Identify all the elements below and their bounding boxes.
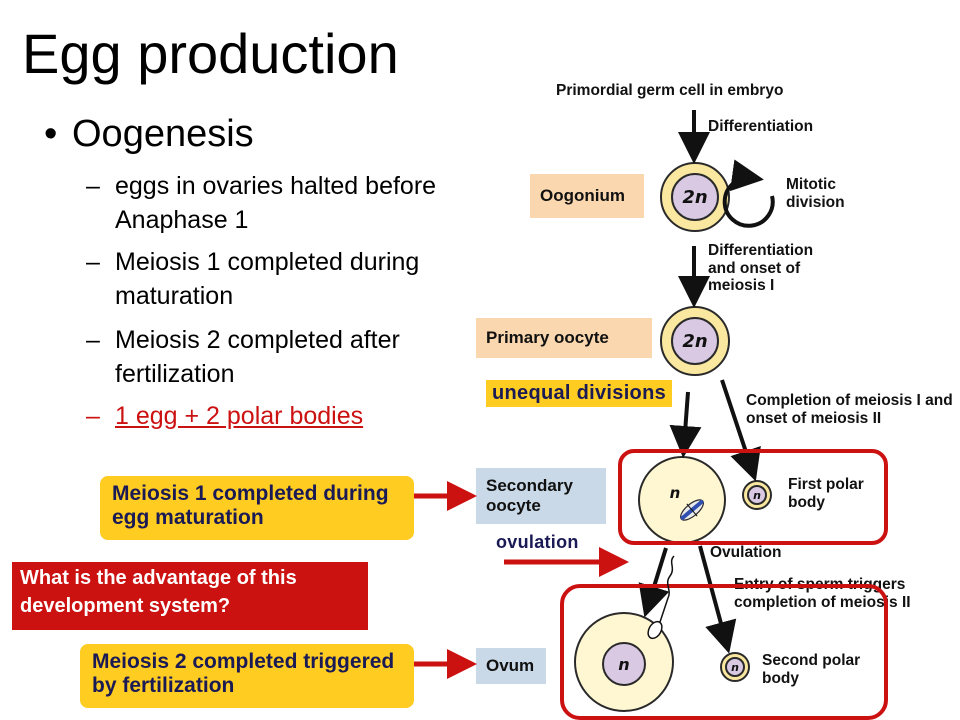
question-box: What is the advantage of this developmen… (12, 562, 368, 630)
callout-meiosis2: Meiosis 2 completed triggered by fertili… (80, 644, 414, 708)
callout-meiosis1: Meiosis 1 completed during egg maturatio… (100, 476, 414, 540)
first-polar-body-cell: n (742, 480, 772, 510)
subpoint-text: eggs in ovaries halted before Anaphase 1 (115, 172, 437, 234)
bullet-symbol: • (44, 113, 58, 155)
arrow-to-ovum (638, 547, 670, 618)
label-completion-meiosis: Completion of meiosis I and onset of mei… (746, 392, 953, 427)
label-ovulation: Ovulation (710, 544, 782, 561)
subpoint-polar-bodies: – 1 egg + 2 polar bodies (86, 400, 455, 434)
dash-glyph: – (86, 326, 100, 354)
label-second-polar-body: Second polar body (762, 652, 861, 687)
label-primordial-germ-cell: Primordial germ cell in embryo (556, 82, 784, 99)
stage-secondary-oocyte: Secondary oocyte (476, 468, 606, 524)
sperm-head (647, 620, 663, 640)
unequal-divisions-label: unequal divisions (486, 380, 673, 407)
ovulation-label: ovulation (496, 532, 579, 552)
highlight-box-meiosis1 (618, 449, 888, 545)
dash-glyph: – (86, 402, 100, 430)
mitotic-cycle-arrow (722, 159, 775, 228)
stage-primary-oocyte: Primary oocyte (476, 318, 652, 358)
stage-ovum: Ovum (476, 648, 546, 684)
slide-title: Egg production (22, 22, 399, 85)
sperm-tail (666, 555, 675, 599)
stage-oogonium: Oogonium (530, 174, 644, 218)
arrow-to-secondary-oocyte (669, 391, 702, 458)
subpoint-text: Meiosis 2 completed after fertilization (115, 326, 400, 388)
label-differentiation: Differentiation (708, 118, 814, 135)
subpoint-meiosis2: – Meiosis 2 completed after fertilizatio… (86, 324, 455, 392)
oogonium-nucleus: 2n (671, 173, 719, 221)
label-first-polar-body: First polar body (788, 476, 864, 511)
subpoint-text: Meiosis 1 completed during maturation (115, 248, 420, 310)
dash-glyph: – (86, 248, 100, 276)
arrow-to-second-polar-body (698, 545, 737, 654)
subpoint-text: 1 egg + 2 polar bodies (115, 402, 364, 430)
ovum-cell: n (574, 612, 674, 712)
label-differentiation-meiosis: Differentiation and onset of meiosis I (708, 242, 814, 294)
ovum-nucleus: n (602, 642, 646, 686)
highlight-box-meiosis2 (560, 584, 888, 720)
bullet-oogenesis: • Oogenesis (44, 112, 254, 158)
label-mitotic-division: Mitotic division (786, 176, 845, 211)
dash-glyph: – (86, 172, 100, 200)
subpoint-halted: – eggs in ovaries halted before Anaphase… (86, 170, 455, 238)
first-polar-body-nucleus: n (747, 485, 767, 505)
arrow-to-first-polar-body (720, 379, 761, 482)
secondary-oocyte-nucleus: n (669, 484, 681, 502)
bullet-label: Oogenesis (72, 113, 254, 155)
primary-oocyte-cell: 2n (660, 306, 730, 376)
primary-oocyte-nucleus: 2n (671, 317, 719, 365)
meiotic-spindle (679, 499, 705, 521)
sperm-midpiece (659, 597, 669, 623)
second-polar-body-nucleus: n (725, 657, 745, 677)
subpoint-meiosis1: – Meiosis 1 completed during maturation (86, 246, 455, 314)
